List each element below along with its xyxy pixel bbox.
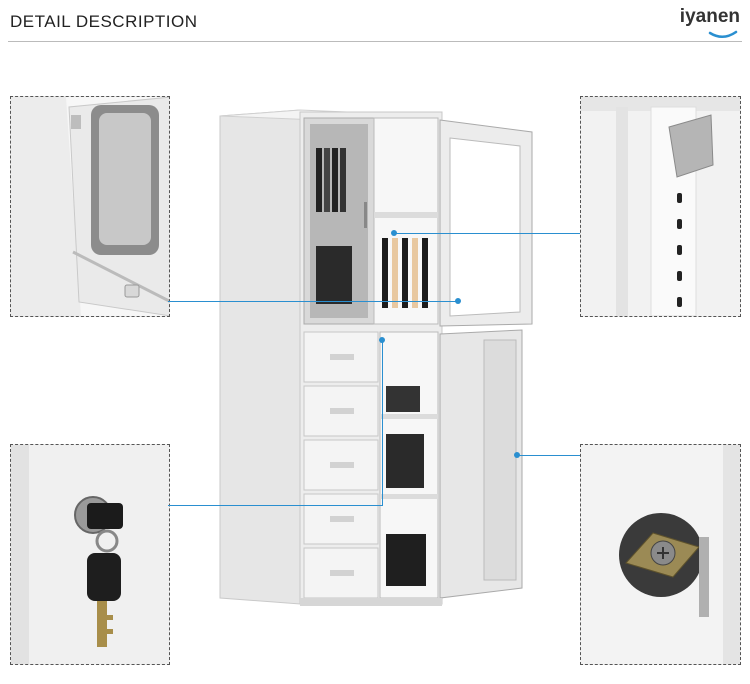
callout-dot-lock [379,337,385,343]
cabinet-illustration [218,108,536,610]
adjustable-shelf-bracket-detail [580,96,741,317]
brand-name: iyanen [679,6,740,27]
smile-swoosh-icon [708,30,738,38]
callout-dot-handle [455,298,461,304]
callout-line-shelf [394,233,580,234]
callout-line-handle [168,301,458,302]
door-hinge-detail [580,444,741,665]
brand-logo: iyanen [666,6,740,40]
callout-line-lock-vertical [382,340,383,506]
callout-dot-hinge [514,452,520,458]
callout-dot-shelf [391,230,397,236]
page-title: DETAIL DESCRIPTION [10,12,198,31]
callout-line-hinge [517,455,580,456]
key-lock-detail [10,444,170,665]
header-divider [8,41,742,42]
callout-line-lock [168,505,383,506]
glass-door-handle-detail [10,96,170,317]
